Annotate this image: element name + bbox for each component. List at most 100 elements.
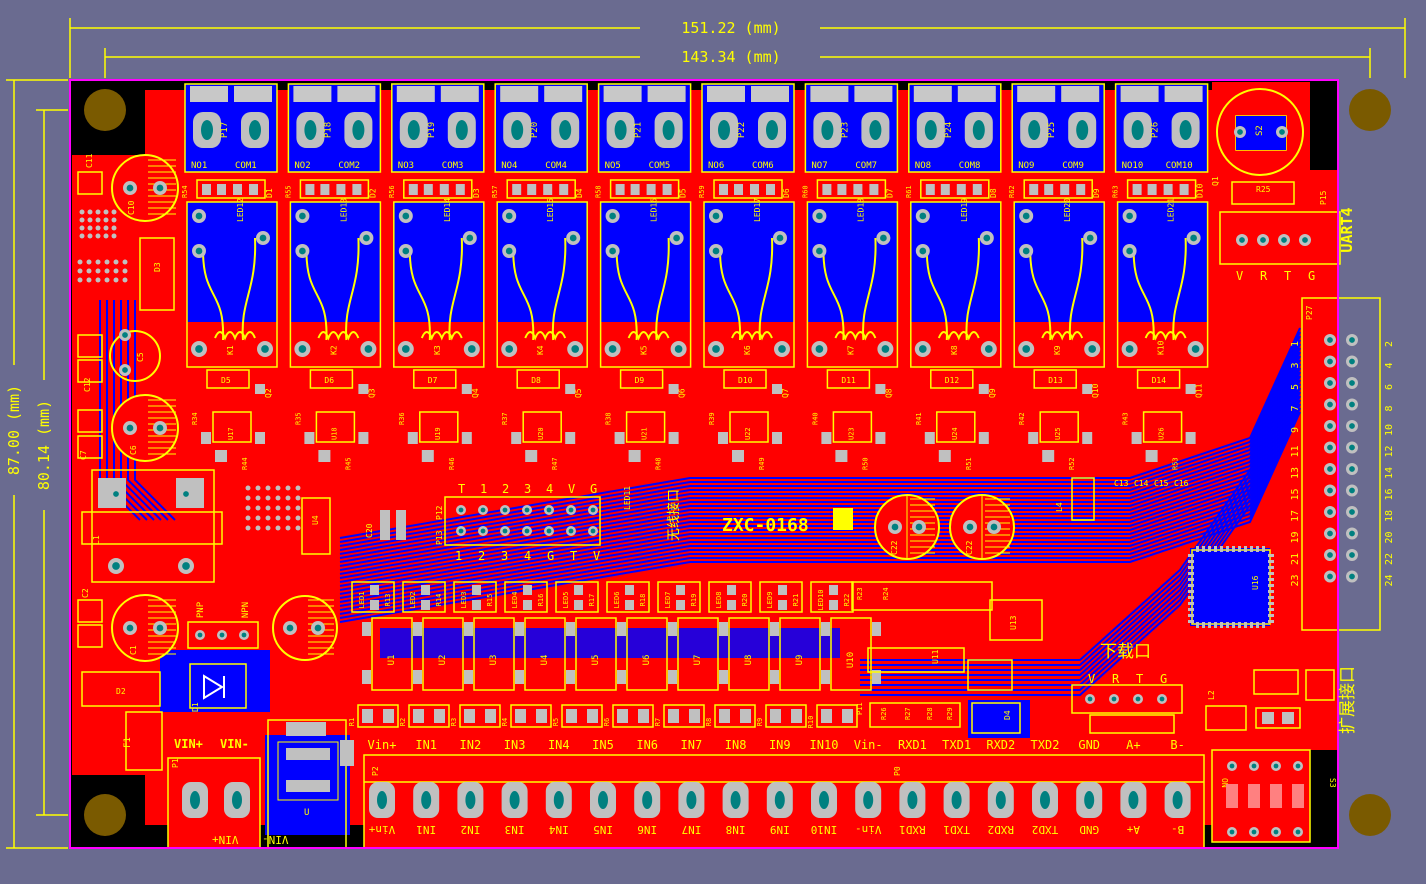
cap-polarity	[906, 494, 940, 560]
pad-drill	[608, 345, 617, 353]
smd-pad	[668, 670, 677, 684]
smd-pad	[304, 432, 315, 444]
driver-diode-label: D7	[428, 376, 438, 385]
download-pin-label: R	[1112, 672, 1120, 686]
connector-label: P18	[323, 122, 333, 138]
mcu-pin	[1188, 614, 1194, 617]
driver-diode-outline	[723, 369, 767, 389]
via	[245, 515, 251, 521]
input-led-label: LED2	[409, 592, 417, 609]
diode-label: D8	[989, 188, 998, 198]
resistor-label: R43	[1122, 412, 1130, 425]
mcu-pin	[1250, 546, 1253, 552]
smd-pad	[421, 600, 430, 610]
input-resistor-label: R17	[588, 594, 596, 607]
relay-terminal-outline	[597, 83, 692, 173]
opto-outline	[1142, 411, 1183, 443]
via	[104, 268, 110, 274]
wireless-top-label: 4	[546, 482, 553, 496]
relay-outline	[393, 201, 485, 368]
via	[245, 485, 251, 491]
pad-drill	[1349, 358, 1355, 365]
smd-pad	[625, 600, 634, 610]
opto-outline	[625, 411, 666, 443]
smd-pad	[1147, 184, 1157, 195]
opto-label: U3	[489, 655, 499, 666]
transistor-label: Q2	[264, 388, 273, 398]
d1-outline	[189, 663, 247, 709]
relay-trace	[1029, 237, 1084, 341]
pad-drill	[1327, 444, 1333, 451]
silkscreen-label: R24	[882, 587, 890, 600]
relay-trace	[719, 237, 774, 341]
silkscreen-label: ON	[1220, 778, 1229, 788]
electrolytic-cap	[111, 154, 179, 222]
resistor-label: R62	[1008, 185, 1016, 198]
silkscreen-label: R27	[904, 707, 912, 720]
com-label: COM4	[545, 161, 567, 171]
smd-pad	[821, 622, 830, 636]
via	[95, 277, 101, 283]
pad-drill	[1190, 234, 1197, 242]
com-label: COM6	[752, 161, 774, 171]
mcu-pin	[1188, 620, 1194, 623]
smd-pad	[421, 450, 434, 462]
no-label: NO3	[398, 161, 414, 171]
screw-drill	[511, 120, 524, 140]
expansion-pin-label: 1	[1290, 341, 1301, 347]
smd-pad	[305, 184, 315, 195]
expansion-pin-label: 17	[1290, 510, 1301, 522]
smd-pad	[1185, 432, 1196, 444]
resistor-array-outline	[851, 581, 993, 611]
expansion-header-outline	[1301, 297, 1381, 631]
smd-pad	[286, 780, 330, 792]
terminal-cap	[810, 86, 849, 102]
pad-drill	[1349, 552, 1355, 558]
terminal-drill	[190, 791, 200, 809]
smd-pad	[1060, 184, 1070, 195]
wireless-top-label: G	[590, 482, 597, 496]
uart4-pin-label: V	[1236, 269, 1243, 283]
silkscreen-label: C14	[1134, 479, 1149, 488]
via	[295, 505, 301, 511]
no-label: NO8	[915, 161, 931, 171]
mcu-pin	[1232, 546, 1235, 552]
dip-lever	[1270, 784, 1282, 808]
input-resistor-label: R20	[741, 594, 749, 607]
via	[122, 259, 128, 265]
terminal-label-top: IN9	[769, 738, 791, 752]
pad-drill	[261, 345, 269, 353]
bottom-trace	[339, 375, 1301, 587]
mcu-pin	[1208, 546, 1211, 552]
expansion-port-label: 扩展接口	[1338, 666, 1358, 734]
mounting-holes	[84, 89, 1391, 836]
mcu-pin	[1226, 622, 1229, 628]
smd-pad	[358, 384, 369, 394]
smd-pad	[461, 432, 472, 444]
terminal-label-top: TXD2	[1031, 738, 1060, 752]
smd-pad	[407, 432, 418, 444]
smd-pad	[853, 184, 863, 195]
terminal-cap	[500, 86, 539, 102]
resistor-label: R3	[450, 718, 458, 726]
diode-label: D2	[368, 188, 377, 198]
input-led-outline	[453, 581, 497, 613]
smd-pad	[646, 184, 656, 195]
led-label: LED16	[650, 198, 659, 222]
opto-label: U7	[693, 655, 703, 666]
resistor-outline	[612, 704, 654, 728]
smd-pad	[734, 184, 743, 195]
no-label: NO2	[294, 161, 310, 171]
opto-label: U21	[641, 427, 649, 440]
smd-pad	[423, 184, 433, 195]
via	[255, 495, 261, 501]
pad-drill	[1191, 345, 1200, 353]
via	[245, 525, 251, 531]
opto-label: U9	[795, 655, 805, 666]
resistor-outline	[713, 179, 783, 199]
terminal-label-bottom: B-	[1171, 823, 1184, 836]
pad-drill	[1022, 212, 1030, 220]
pad-drill	[467, 345, 476, 353]
pad-drill	[816, 212, 823, 220]
